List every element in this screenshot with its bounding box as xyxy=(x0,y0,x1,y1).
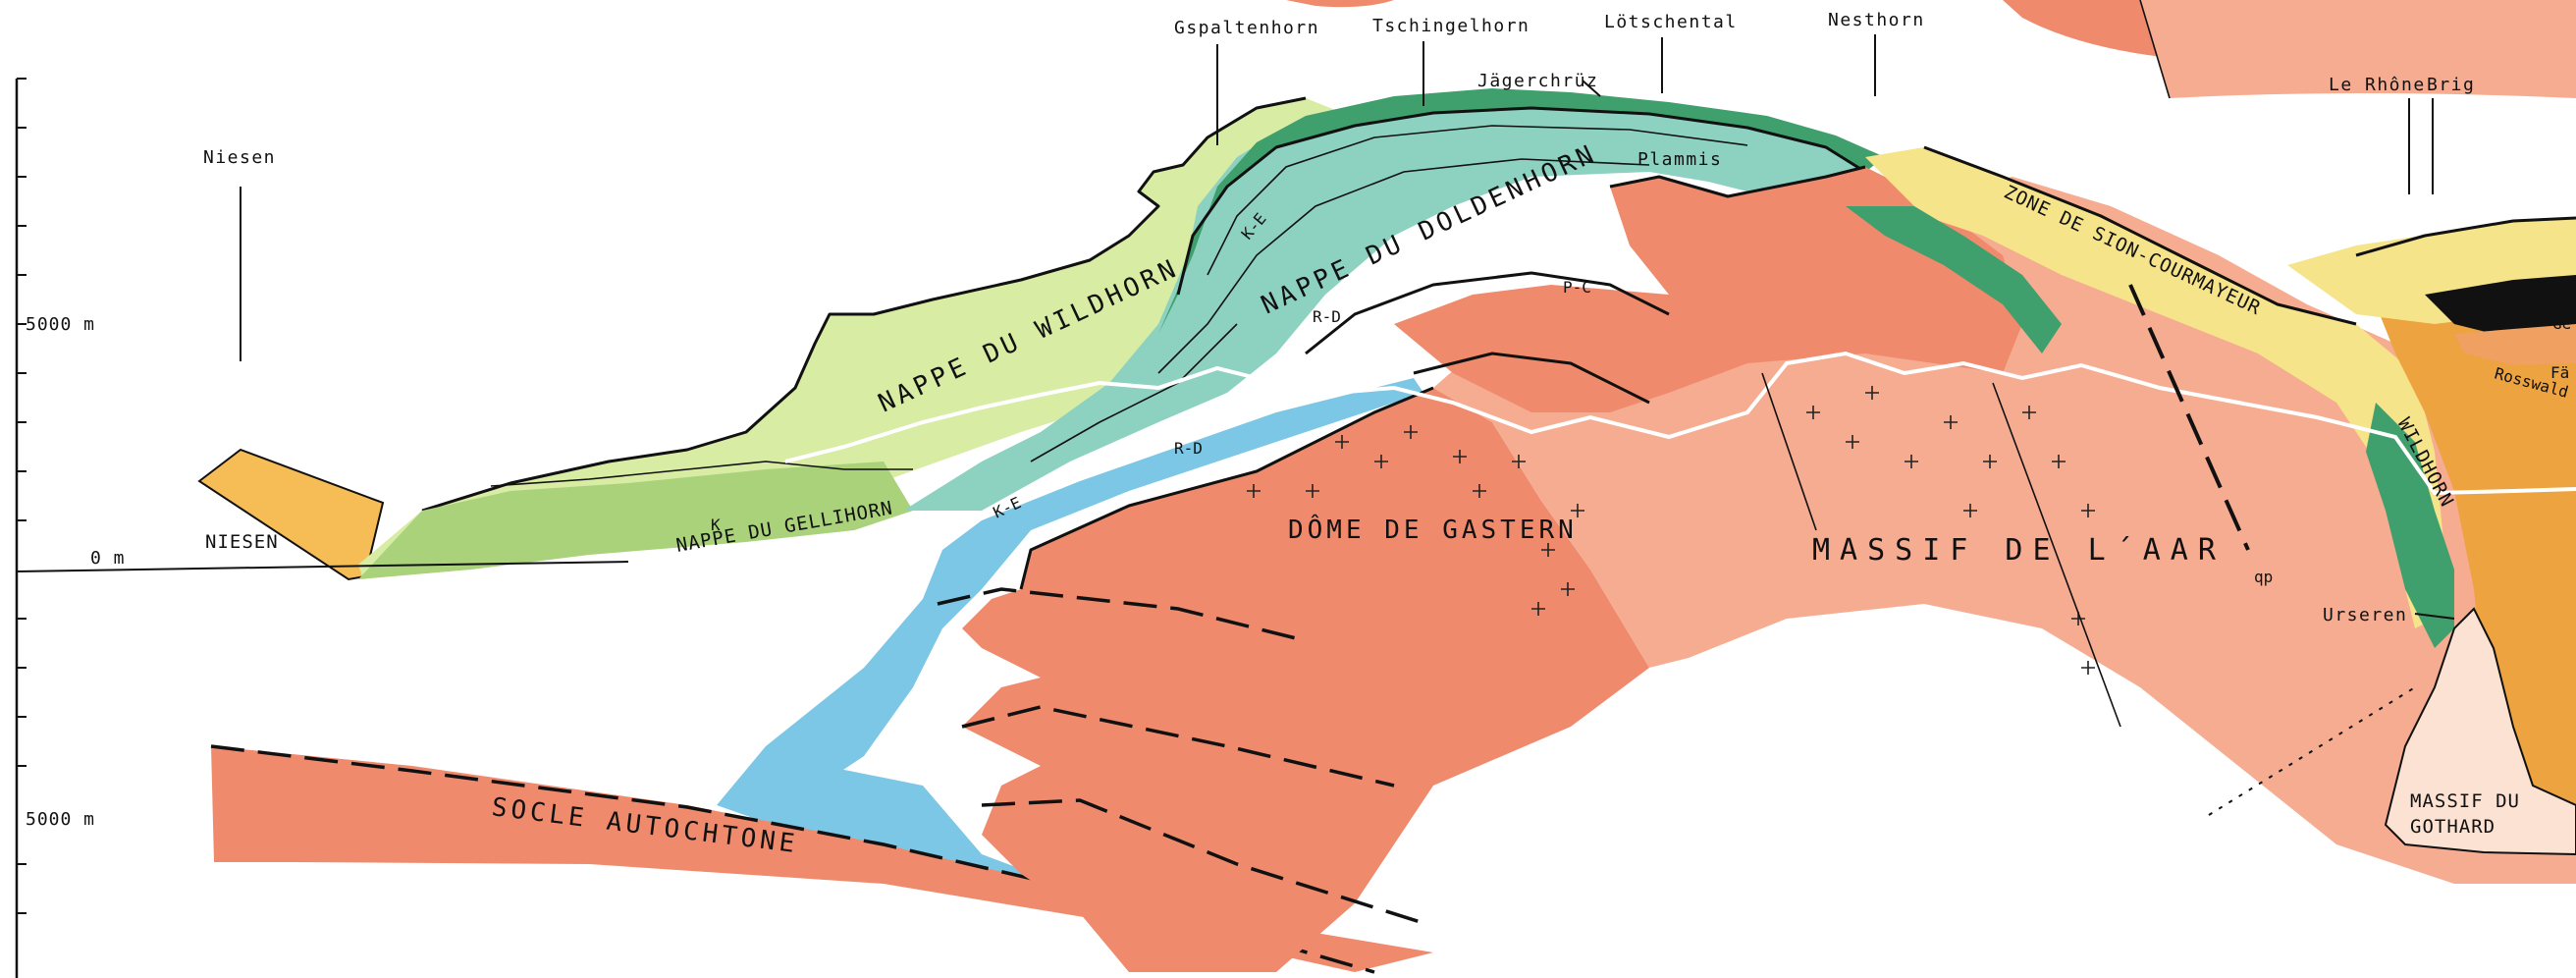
label-jaegerchruez: Jägerchrüz xyxy=(1477,71,1598,91)
unit-fa: Fä xyxy=(2550,363,2569,382)
scale-label-lower: 5000 m xyxy=(26,809,95,830)
label-le-rhone: Le Rhône xyxy=(2329,75,2426,95)
unit-massif-gothard-1: MASSIF DU xyxy=(2410,790,2520,812)
symbol-rd-upper: R-D xyxy=(1313,307,1341,326)
scale-label-zero: 0 m xyxy=(90,548,126,569)
label-brig: Brig xyxy=(2427,75,2475,95)
label-niesen: Niesen xyxy=(203,147,276,168)
unit-visper: Visper xyxy=(2533,282,2576,300)
altitude-scale xyxy=(17,79,27,978)
label-plammis: Plammis xyxy=(1637,149,1722,170)
niesen-flysch xyxy=(199,450,383,579)
label-nesthorn: Nesthorn xyxy=(1828,10,1925,30)
label-loetschental: Lötschental xyxy=(1604,12,1738,32)
label-gspaltenhorn: Gspaltenhorn xyxy=(1174,18,1319,38)
unit-massif-gothard-2: GOTHARD xyxy=(2410,816,2496,838)
symbol-k: K xyxy=(711,516,721,534)
symbol-pc: P-C xyxy=(1563,278,1591,297)
unit-massif-aar: MASSIF DE L´AAR xyxy=(1812,533,2226,568)
scale-label-upper: 5000 m xyxy=(26,314,95,335)
label-tschingelhorn: Tschingelhorn xyxy=(1372,16,1530,36)
symbol-rd-lower: R-D xyxy=(1174,439,1203,458)
unit-dome-gastern: DÔME DE GASTERN xyxy=(1288,514,1578,545)
top-crystalline-body xyxy=(1286,0,1394,7)
label-urseren: Urseren xyxy=(2323,605,2407,625)
unit-ge: Ge xyxy=(2552,314,2571,333)
symbol-qp: qp xyxy=(2254,568,2273,586)
unit-niesen: NIESEN xyxy=(205,531,279,553)
